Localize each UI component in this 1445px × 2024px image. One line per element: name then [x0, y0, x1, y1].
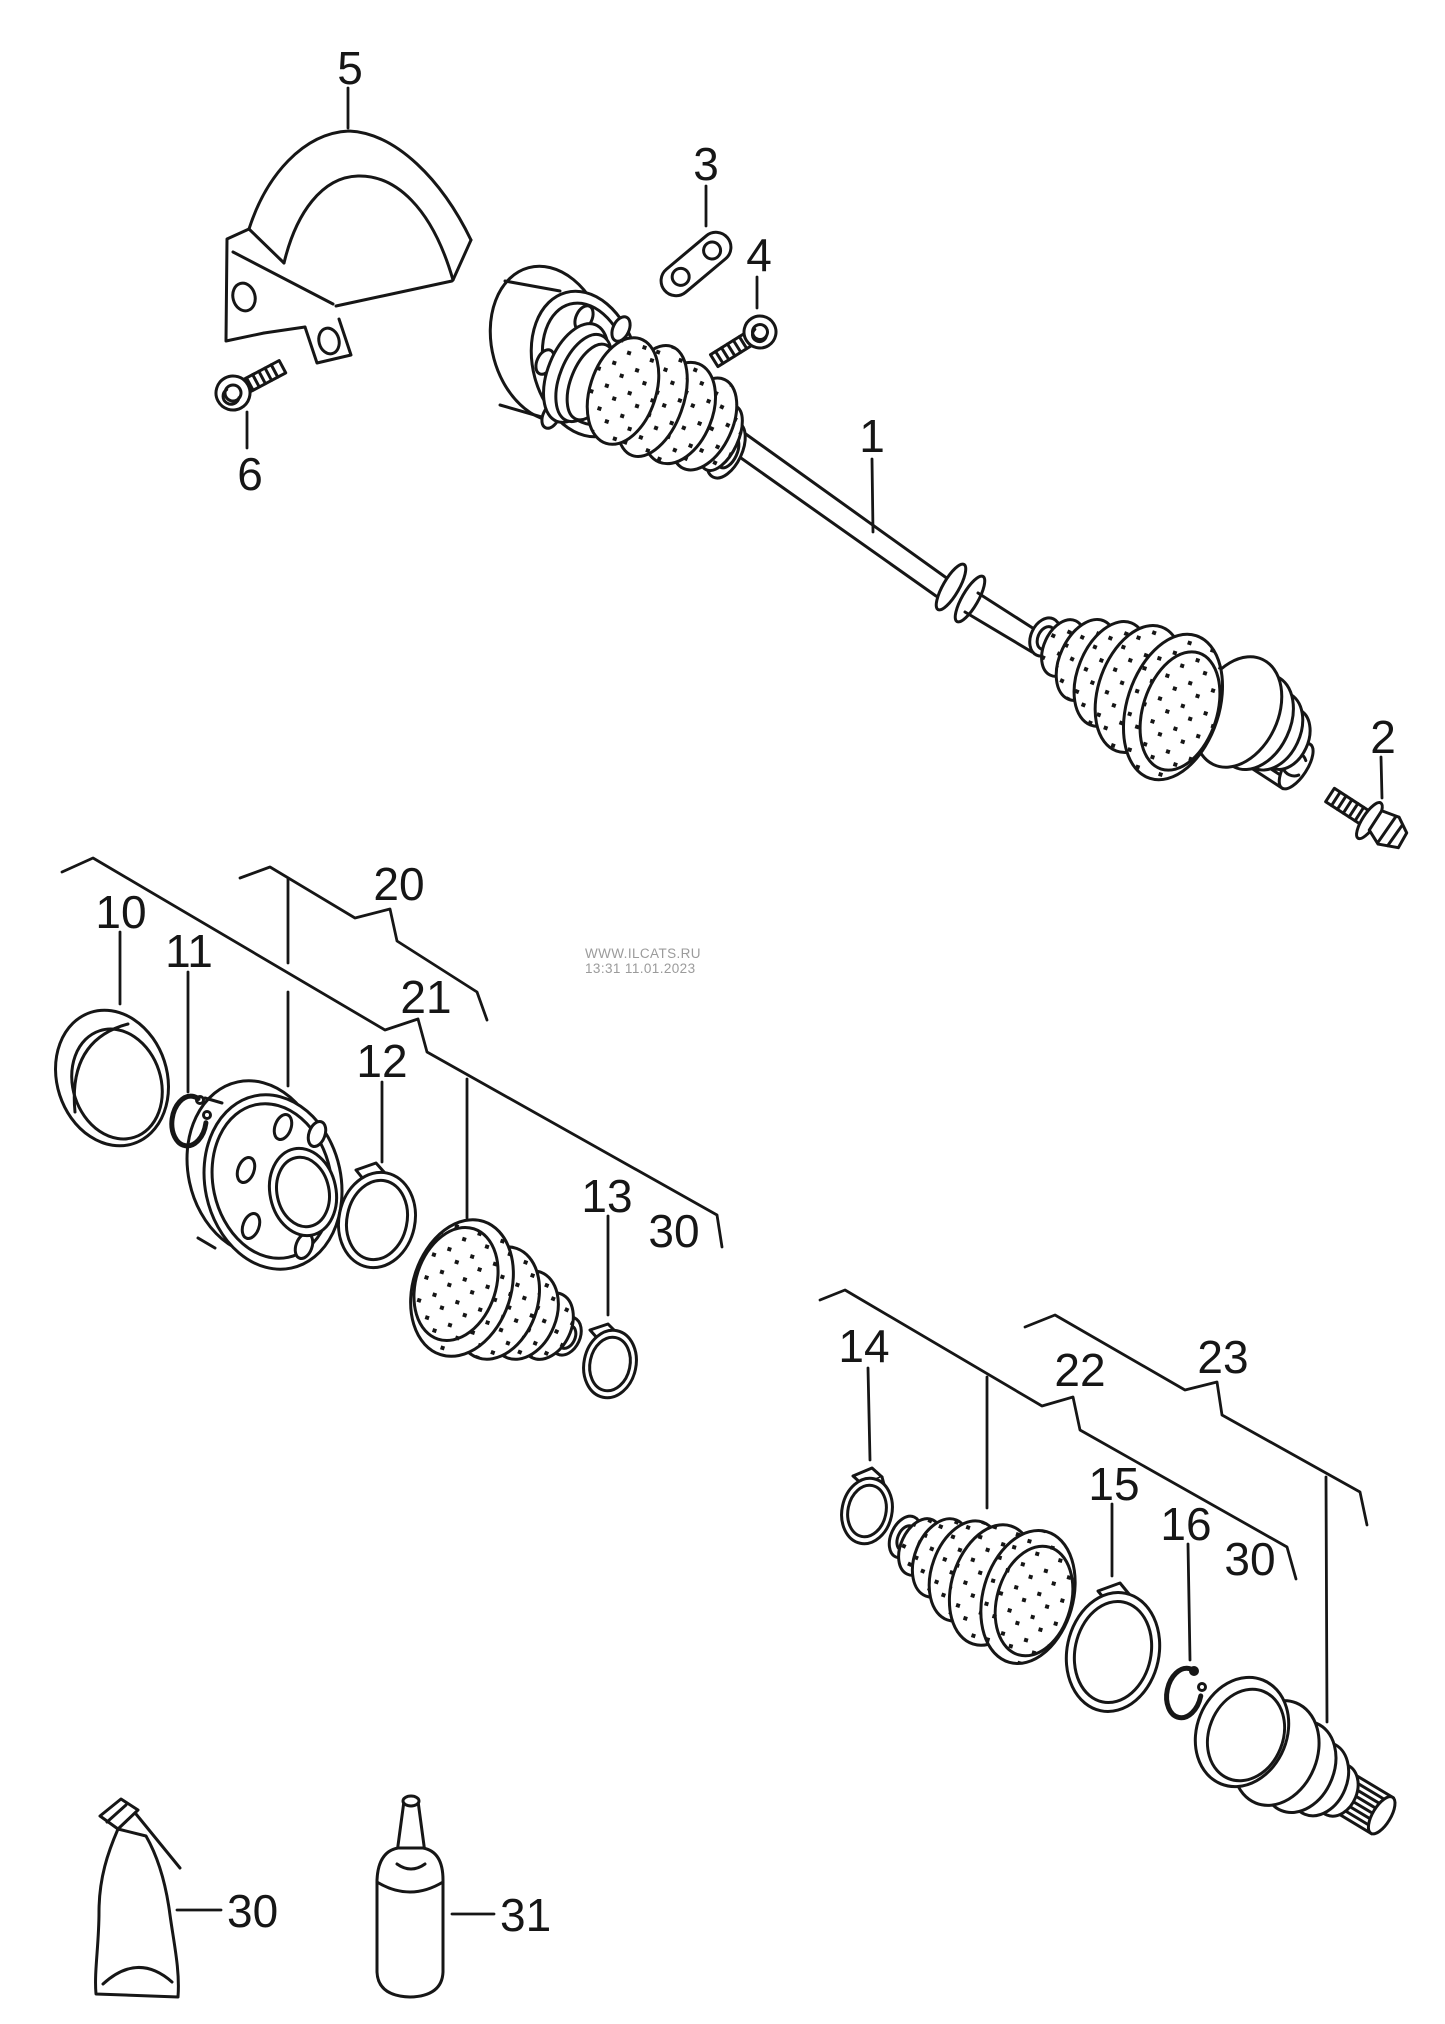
shaft-bar	[722, 425, 1044, 654]
leader-16	[1186, 1542, 1192, 1662]
callout-30-group21: 30	[648, 1205, 699, 1257]
callout-30-group22: 30	[1224, 1533, 1275, 1585]
outer-cv-joint-loose	[1193, 1675, 1397, 1836]
boot-clamp-13	[582, 1322, 638, 1400]
callout-15: 15	[1088, 1458, 1139, 1510]
bracket-group-20	[238, 865, 489, 1022]
callout-6: 6	[237, 448, 263, 500]
circlip-16	[1164, 1665, 1207, 1721]
outer-boot-loose	[887, 1514, 1077, 1666]
callout-3: 3	[693, 138, 719, 190]
callout-23: 23	[1197, 1331, 1248, 1383]
outer-boot-on-shaft	[1028, 616, 1225, 782]
fluid-bottle	[375, 1794, 445, 1999]
callout-14: 14	[838, 1320, 889, 1372]
socket-screw-6	[214, 359, 288, 412]
callout-16: 16	[1160, 1498, 1211, 1550]
circlip-11	[169, 1093, 212, 1149]
callout-22: 22	[1054, 1344, 1105, 1396]
boot-clamp-14	[840, 1466, 894, 1546]
cover-bracket	[224, 129, 473, 365]
callout-20: 20	[373, 858, 424, 910]
callout-5: 5	[337, 42, 363, 94]
callout-10: 10	[95, 886, 146, 938]
sealing-cap-10	[54, 1008, 170, 1148]
hex-bolt-2	[1324, 786, 1409, 850]
callout-31: 31	[500, 1889, 551, 1941]
inner-boot-on-shaft	[585, 336, 747, 480]
callout-12: 12	[356, 1035, 407, 1087]
leader-1	[870, 457, 875, 534]
grease-tube	[94, 1797, 182, 1999]
bracket-group-21	[60, 856, 724, 1249]
callout-1: 1	[859, 410, 885, 462]
bracket-group-23	[1023, 1313, 1369, 1527]
leader-2	[1379, 755, 1384, 800]
locking-plate-3	[659, 230, 733, 298]
group-brackets	[60, 856, 1369, 1724]
boot-clamp-12	[337, 1161, 417, 1270]
callout-4: 4	[746, 229, 772, 281]
watermark-timestamp: 13:31 11.01.2023	[585, 961, 696, 976]
watermark-site: WWW.ILCATS.RU	[585, 946, 701, 961]
flange-hub	[185, 1079, 344, 1271]
watermark: WWW.ILCATS.RU 13:31 11.01.2023	[585, 946, 701, 976]
callout-30-tube: 30	[227, 1885, 278, 1937]
drive-shaft-assembly	[488, 264, 1315, 791]
callout-13: 13	[581, 1170, 632, 1222]
leader-14	[866, 1366, 872, 1462]
callout-leaders	[118, 86, 1384, 1916]
callout-21: 21	[400, 971, 451, 1023]
callout-2: 2	[1370, 711, 1396, 763]
bracket-group-22	[818, 1288, 1298, 1581]
callout-labels: 1 2 3 4 5 6 10 11 12 13 14 15 16 20 21 2…	[95, 42, 1395, 1941]
bracket-leader-23	[1324, 1475, 1329, 1724]
socket-screw-4	[708, 314, 778, 369]
inner-boot-loose	[409, 1218, 583, 1361]
callout-11: 11	[165, 925, 213, 977]
boot-clamp-15	[1064, 1581, 1162, 1713]
